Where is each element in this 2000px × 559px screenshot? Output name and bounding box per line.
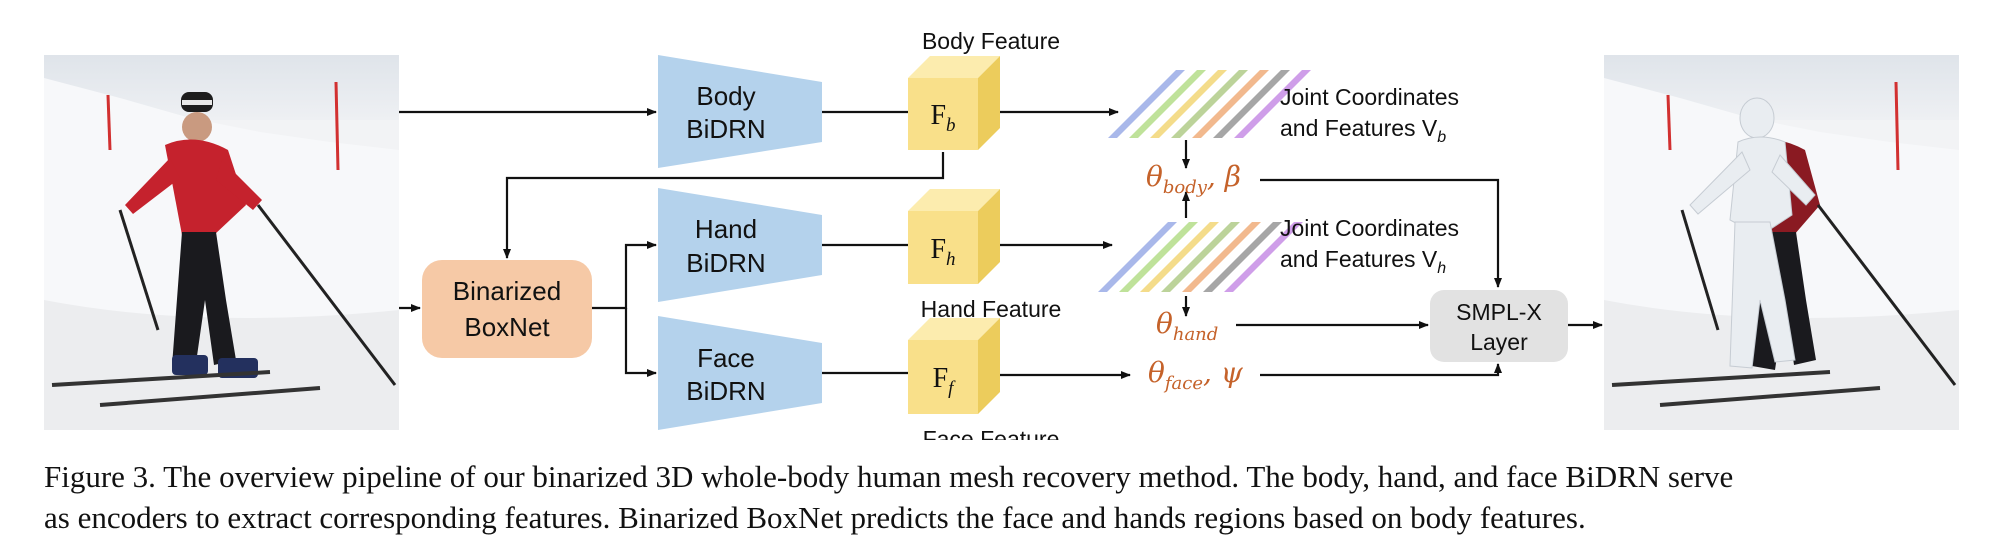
- boxnet-line2: BoxNet: [464, 312, 550, 342]
- hand-feature-label: Hand Feature: [921, 296, 1062, 322]
- body-joint-stripes: [1108, 70, 1311, 138]
- output-mesh-image: [1604, 55, 1959, 430]
- arrow-boxnet-to-hand-bidrn: [592, 241, 657, 310]
- stripe-4: [1171, 70, 1248, 138]
- arrow-fb-to-boxnet: [503, 152, 945, 259]
- theta-hand-symbol: θ: [1156, 307, 1173, 340]
- skier-figure: [51, 92, 397, 407]
- svg-text:and Features Vh: and Features Vh: [1280, 246, 1446, 277]
- input-image: [44, 55, 399, 430]
- fb-symbol: F: [930, 100, 946, 131]
- caption-line-1: Figure 3. The overview pipeline of our b…: [44, 459, 1734, 494]
- stripe-5: [1182, 222, 1261, 292]
- ff-symbol: F: [933, 363, 949, 394]
- face-bidrn-line1: Face: [697, 343, 755, 373]
- smplx-line1: SMPL-X: [1456, 299, 1542, 325]
- face-feature-label: Face Feature: [923, 426, 1060, 440]
- hand-bidrn-encoder: Hand BiDRN: [658, 188, 822, 302]
- stripe-1: [1108, 70, 1185, 138]
- theta-hand-subscript: hand: [1173, 324, 1218, 345]
- theta-body-subscript: body: [1163, 177, 1208, 198]
- svg-text:Fb: Fb: [930, 100, 955, 136]
- body-bidrn-line1: Body: [696, 81, 755, 111]
- stripe-7: [1234, 70, 1311, 138]
- stripe-4: [1161, 222, 1240, 292]
- svg-text:Ff: Ff: [933, 363, 957, 399]
- fh-symbol: F: [930, 234, 946, 265]
- theta-body-symbol: θ: [1146, 160, 1163, 193]
- hand-joint-line1: Joint Coordinates: [1280, 215, 1459, 241]
- theta-hand-label: θhand: [1156, 307, 1218, 345]
- stripe-3: [1140, 222, 1219, 292]
- hand-joint-label: Joint Coordinates and Features Vh: [1280, 215, 1459, 277]
- boxnet-line1: Binarized: [453, 276, 561, 306]
- smplx-layer: SMPL-X Layer: [1430, 290, 1568, 362]
- stripe-7: [1224, 222, 1303, 292]
- connectors: [399, 108, 1603, 379]
- body-bidrn-line2: BiDRN: [686, 114, 765, 144]
- binarized-boxnet: Binarized BoxNet: [422, 260, 592, 358]
- hand-bidrn-line1: Hand: [695, 214, 757, 244]
- face-bidrn-line2: BiDRN: [686, 376, 765, 406]
- hand-feature-cube: Fh Hand Feature: [908, 189, 1061, 322]
- pipeline-diagram: Body BiDRN Hand BiDRN Face BiDRN Binariz…: [44, 28, 1959, 440]
- arrow-theta-face-to-smplx: [1260, 363, 1502, 377]
- ff-subscript: f: [948, 378, 956, 399]
- stripe-1: [1098, 222, 1177, 292]
- arrow-boxnet-to-face-bidrn: [624, 308, 657, 377]
- stripe-3: [1150, 70, 1227, 138]
- theta-face-symbol: θ: [1148, 356, 1165, 389]
- theta-body-suffix: , β: [1207, 160, 1241, 193]
- theta-face-suffix: , ψ: [1203, 356, 1244, 389]
- stripe-6: [1213, 70, 1290, 138]
- hand-joint-stripes: [1098, 222, 1303, 292]
- svg-text:and Features Vb: and Features Vb: [1280, 115, 1446, 146]
- stripe-2: [1129, 70, 1206, 138]
- hand-joint-subscript: h: [1437, 260, 1446, 277]
- theta-face-subscript: face: [1163, 373, 1203, 394]
- stripe-2: [1119, 222, 1198, 292]
- caption-line-2: as encoders to extract corresponding fea…: [44, 500, 1586, 535]
- body-joint-line2: and Features V: [1280, 115, 1438, 141]
- theta-face-label: θface, ψ: [1148, 356, 1244, 394]
- svg-text:Fh: Fh: [930, 234, 955, 270]
- hand-bidrn-line2: BiDRN: [686, 248, 765, 278]
- stripe-6: [1203, 222, 1282, 292]
- fb-subscript: b: [946, 115, 956, 136]
- body-feature-label: Body Feature: [922, 28, 1060, 54]
- body-joint-label: Joint Coordinates and Features Vb: [1280, 84, 1459, 146]
- figure-caption: Figure 3. The overview pipeline of our b…: [44, 456, 1964, 538]
- body-feature-cube: Body Feature Fb: [908, 28, 1060, 150]
- face-feature-cube: Ff Face Feature: [908, 318, 1059, 440]
- theta-body-label: θbody, β: [1146, 160, 1241, 198]
- arrow-theta-body-to-smplx: [1260, 178, 1502, 288]
- smplx-mesh-figure: [1611, 97, 1957, 407]
- hand-joint-line2: and Features V: [1280, 246, 1438, 272]
- stripe-5: [1192, 70, 1269, 138]
- body-bidrn-encoder: Body BiDRN: [658, 55, 822, 168]
- body-joint-subscript: b: [1437, 129, 1446, 146]
- body-joint-line1: Joint Coordinates: [1280, 84, 1459, 110]
- smplx-line2: Layer: [1470, 329, 1528, 355]
- face-bidrn-encoder: Face BiDRN: [658, 316, 822, 430]
- fh-subscript: h: [946, 249, 956, 270]
